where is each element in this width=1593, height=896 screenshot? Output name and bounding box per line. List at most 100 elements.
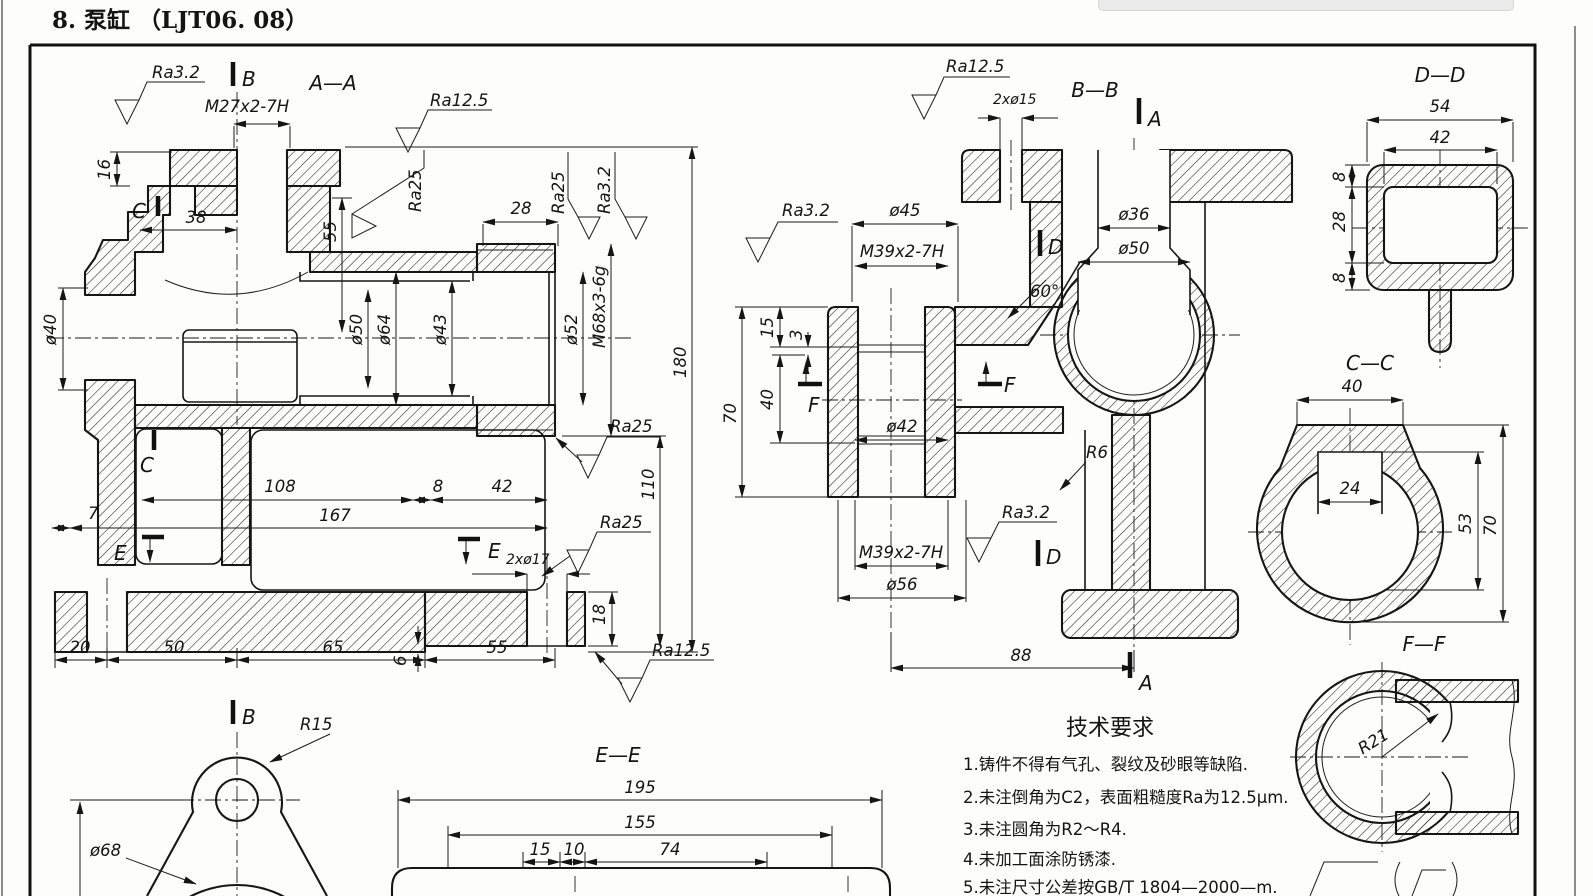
default-roughness-icon: [1309, 861, 1458, 896]
dim-28b: 28: [1330, 211, 1349, 232]
dim-dia50: ø50: [347, 314, 366, 346]
view-f-f: F—F R21: [1290, 632, 1525, 852]
svg-text:F: F: [1004, 373, 1016, 397]
roughness-icon: Ra12.5: [594, 641, 714, 704]
dim-8: 8: [433, 477, 444, 496]
dim-65: 65: [323, 638, 344, 657]
section-a-top: A: [1146, 107, 1162, 131]
dim-dia42: ø42: [885, 417, 917, 436]
dim-8a: 8: [1330, 172, 1349, 183]
section-c-bottom: C: [140, 453, 154, 477]
dim-7: 7: [88, 504, 99, 523]
tech-item-5: 5.未注尺寸公差按GB/T 1804—2000—m.: [963, 878, 1278, 896]
dim-dia40: ø40: [41, 314, 60, 346]
dim-42b: 42: [1430, 128, 1451, 147]
roughness-icon: Ra3.2: [114, 63, 205, 126]
dim-dia64: ø64: [375, 314, 394, 346]
dim-r15: R15: [300, 715, 332, 734]
technical-requirements: 技术要求 1.铸件不得有气孔、裂纹及砂眼等缺陷. 2.未注倒角为C2，表面粗糙度…: [963, 716, 1289, 896]
dim-dia50b: ø50: [1117, 239, 1149, 258]
svg-text:E: E: [114, 541, 127, 565]
dim-m27: M27x2-7H: [205, 97, 289, 116]
view-c-c: C—C 40 24 53 70: [1248, 351, 1509, 645]
tech-heading: 技术要求: [1066, 716, 1154, 741]
view-b-b: Ra12.5 2xø15 B—B A Ra3.2 ø45 M39x2-7H D …: [721, 57, 1294, 695]
section-e-left: E: [114, 534, 164, 565]
dim-50: 50: [164, 638, 185, 657]
svg-text:Ra25: Ra25: [549, 171, 568, 214]
dim-dia36: ø36: [1117, 205, 1149, 224]
tech-item-4: 4.未加工面涂防锈漆.: [963, 850, 1116, 869]
section-d-top: D: [1048, 235, 1063, 259]
svg-text:Ra3.2: Ra3.2: [782, 201, 830, 220]
view-cc-label: C—C: [1346, 351, 1394, 375]
svg-text:Ra3.2: Ra3.2: [152, 63, 200, 82]
dim-16: 16: [95, 159, 114, 180]
svg-text:Ra25: Ra25: [406, 169, 425, 212]
view-lug: R15 ø68: [70, 715, 332, 896]
dim-2xd17: 2xø17: [506, 552, 550, 568]
dim-40c: 40: [1342, 377, 1363, 396]
browser-toolbar-remnant: [1098, 0, 1514, 11]
view-dd-label: D—D: [1415, 63, 1466, 87]
dim-28: 28: [511, 199, 532, 218]
dim-3: 3: [787, 330, 806, 341]
view-aa-label: A—A: [307, 71, 356, 95]
tech-item-1: 1.铸件不得有气孔、裂纹及砂眼等缺陷.: [963, 755, 1248, 774]
dim-108: 108: [264, 477, 296, 496]
dim-r6: R6: [1086, 443, 1108, 462]
section-b-bottom: B: [242, 705, 256, 729]
view-d-d: D—D 54 42 8 28 8: [1330, 63, 1528, 368]
section-a-bottom: A: [1137, 671, 1153, 695]
dim-15: 15: [758, 317, 777, 338]
tech-item-2: 2.未注倒角为C2，表面粗糙度Ra为12.5μm.: [963, 788, 1289, 807]
svg-text:Ra12.5: Ra12.5: [430, 91, 488, 110]
dim-42: 42: [492, 477, 513, 496]
roughness-icon: Ra3.2: [595, 152, 648, 241]
svg-text:Ra12.5: Ra12.5: [652, 641, 710, 660]
roughness-icon: Ra25: [351, 150, 425, 239]
svg-text:Ra25: Ra25: [610, 417, 653, 436]
section-d-bottom: D: [1046, 545, 1061, 569]
svg-text:E: E: [488, 539, 501, 563]
dim-38: 38: [186, 208, 207, 227]
svg-text:F: F: [808, 393, 820, 417]
dim-88: 88: [1011, 646, 1032, 665]
dim-dia52: ø52: [562, 314, 581, 346]
dim-6: 6: [391, 656, 410, 667]
roughness-icon: Ra25: [541, 513, 651, 577]
dim-180: 180: [671, 347, 690, 379]
view-e-e: E—E 195 155 15 10 74: [390, 743, 892, 896]
dim-167: 167: [319, 506, 351, 525]
dim-24: 24: [1340, 479, 1361, 498]
dim-18: 18: [590, 604, 609, 625]
dim-8b: 8: [1330, 273, 1349, 284]
roughness-icon: Ra25: [549, 152, 601, 241]
dim-70: 70: [721, 403, 740, 424]
dim-74: 74: [660, 840, 681, 859]
roughness-icon: Ra12.5: [911, 57, 1010, 121]
section-e-right: E 2xø17: [458, 536, 550, 568]
dim-53: 53: [1456, 513, 1475, 534]
view-ee-label: E—E: [595, 743, 641, 767]
section-f-left: F: [798, 361, 822, 417]
dim-15e: 15: [530, 840, 551, 859]
svg-text:Ra3.2: Ra3.2: [1002, 503, 1050, 522]
dim-dia68: ø68: [89, 841, 121, 860]
roughness-icon: Ra12.5: [395, 91, 492, 154]
dim-195: 195: [624, 778, 656, 797]
view-bb-label: B—B: [1071, 78, 1118, 102]
page-title: 8. 泵缸 （LJT06. 08）: [52, 7, 308, 34]
tech-item-3: 3.未注圆角为R2～R4.: [963, 820, 1127, 839]
dim-dia43: ø43: [431, 314, 450, 346]
dim-54: 54: [1430, 97, 1451, 116]
roughness-icon: Ra3.2: [966, 503, 1057, 564]
dim-dia56: ø56: [885, 575, 917, 594]
dim-20: 20: [70, 638, 91, 657]
view-ff-label: F—F: [1402, 632, 1446, 656]
section-f-right: F: [978, 361, 1016, 397]
svg-text:Ra25: Ra25: [600, 513, 643, 532]
